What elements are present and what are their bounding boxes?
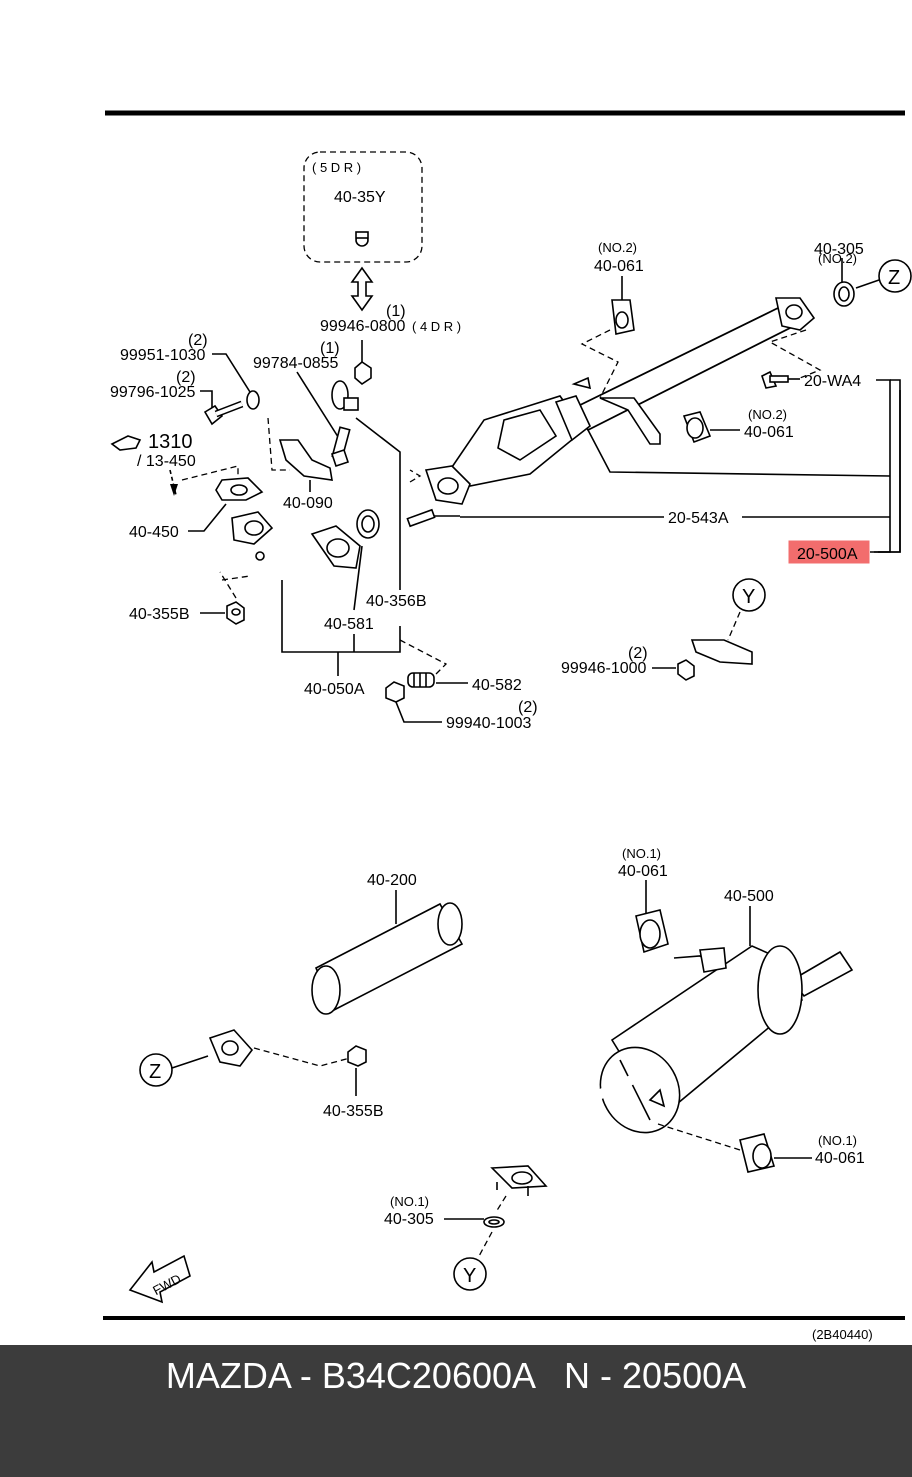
- part-99796-1025-label: 99796-1025: [110, 384, 196, 401]
- nut-40-35y: [355, 231, 369, 247]
- part-40-355b-top-label: 40-355B: [129, 606, 190, 623]
- part-40-305-top-label: 40-305: [814, 241, 864, 258]
- gasket-40-450: [215, 477, 264, 501]
- tail-pipe: [490, 1071, 645, 1196]
- variant-5dr-label: ( 5 D R ): [312, 160, 361, 175]
- y-marker-top: [732, 578, 766, 612]
- front-pipe-40-050a: [231, 511, 361, 572]
- double-arrow-icon: [350, 266, 374, 312]
- y-marker-bottom: [453, 1257, 487, 1291]
- part-40-356b-label: 40-356B: [366, 593, 427, 610]
- part-40-061-mid-no: (NO.2): [748, 407, 787, 422]
- catalytic-converter-20-500a: [424, 297, 816, 505]
- reference-arrow-icon: [110, 435, 142, 451]
- z-marker-top: [878, 259, 912, 293]
- part-40-061-bottom-no: (NO.1): [818, 1133, 857, 1148]
- qty-99940-1003: (2): [518, 699, 538, 716]
- gasket-99946-1000: [677, 659, 695, 681]
- part-40-050a-label: 40-050A: [304, 681, 365, 698]
- part-40-090-label: 40-090: [283, 495, 333, 512]
- footer-part-info: MAZDA - B34C20600A N - 20500A: [165, 1355, 747, 1396]
- part-40-061-low-no: (NO.1): [622, 846, 661, 861]
- part-99784-0855-label: 99784-0855: [253, 355, 339, 372]
- part-20-500a-highlight: [788, 540, 870, 564]
- part-40-061-top-no: (NO.2): [598, 240, 637, 255]
- bolt-20-wa4: [761, 370, 789, 389]
- diagram-code: (2B40440): [812, 1327, 873, 1342]
- hanger-40-061-top: [611, 299, 635, 335]
- ref-13-450-label: / 13-450: [137, 453, 196, 470]
- part-40-200-label: 40-200: [367, 872, 417, 889]
- nut-40-355b-top: [226, 601, 245, 625]
- exhaust-system-diagram: ( 5 D R ) 40-35Y (1) 99946-0800 ( 4 D R …: [103, 110, 912, 1342]
- y-marker-bottom-label: Y: [463, 1265, 476, 1287]
- z-marker-bottom-label: Z: [149, 1061, 161, 1083]
- center-pipe-40-200: [208, 639, 753, 1067]
- part-40-305-top-no: (NO.2): [818, 251, 857, 266]
- part-99946-1000-label: 99946-1000: [561, 660, 647, 677]
- hanger-40-061-mid: [682, 411, 712, 444]
- part-40-500-label: 40-500: [724, 888, 774, 905]
- nut-99940-1003: [385, 681, 405, 703]
- gasket-40-305-top: [833, 281, 855, 307]
- part-99946-0800-label: 99946-0800: [320, 318, 406, 335]
- part-40-35y-label: 40-35Y: [334, 189, 386, 206]
- qty-99946-1000: (2): [628, 645, 648, 662]
- stud-20-543a: [406, 508, 436, 528]
- nut-99946-0800: [354, 340, 372, 386]
- part-40-582-label: 40-582: [472, 677, 522, 694]
- variant-4dr-label: ( 4 D R ): [412, 319, 461, 334]
- part-99940-1003-label: 99940-1003: [446, 715, 532, 732]
- part-40-061-mid-label: 40-061: [744, 424, 794, 441]
- part-40-355b-bottom-label: 40-355B: [323, 1103, 384, 1120]
- gasket-40-305-bottom: [483, 1216, 505, 1228]
- rear-muffler-40-500: [599, 945, 854, 1134]
- part-40-061-bottom-label: 40-061: [815, 1150, 865, 1167]
- part-40-061-top-label: 40-061: [594, 258, 644, 275]
- part-20-wa4-label: 20-WA4: [804, 373, 861, 390]
- z-marker-bottom: [139, 1053, 173, 1087]
- qty-99796-1025: (2): [176, 369, 196, 386]
- part-99951-1030-label: 99951-1030: [120, 347, 206, 364]
- part-20-500a-label[interactable]: 20-500A: [797, 546, 858, 563]
- stud-99784-0855: [330, 426, 351, 468]
- bolt-99796-1025: [203, 400, 244, 426]
- washer-99951-1030: [246, 390, 260, 410]
- bracket-40-090: [278, 439, 333, 481]
- variant-5dr-box: [303, 151, 423, 263]
- footer-bar: MAZDA - B34C20600A N - 20500A: [0, 1345, 912, 1477]
- ref-1310-label: 1310: [148, 431, 193, 453]
- y-marker-top-label: Y: [742, 586, 755, 608]
- nut-40-355b-bottom: [347, 1045, 367, 1067]
- hanger-40-356b: [331, 380, 359, 411]
- fwd-arrow-icon: [128, 1254, 191, 1304]
- hanger-40-061-low: [635, 909, 669, 954]
- gasket-40-581: [356, 509, 380, 539]
- z-marker-top-label: Z: [888, 267, 900, 289]
- part-40-305-bottom-label: 40-305: [384, 1211, 434, 1228]
- qty-99951-1030: (2): [188, 332, 208, 349]
- part-20-543a-label: 20-543A: [668, 510, 729, 527]
- part-40-305-bottom-no: (NO.1): [390, 1194, 429, 1209]
- spring-40-582: [407, 672, 435, 688]
- qty-99784-0855: (1): [320, 340, 340, 357]
- part-40-450-label: 40-450: [129, 524, 179, 541]
- part-40-061-low-label: 40-061: [618, 863, 668, 880]
- qty-99946-0800: (1): [386, 303, 406, 320]
- part-40-581-label: 40-581: [324, 616, 374, 633]
- hanger-40-061-bottom: [739, 1133, 776, 1173]
